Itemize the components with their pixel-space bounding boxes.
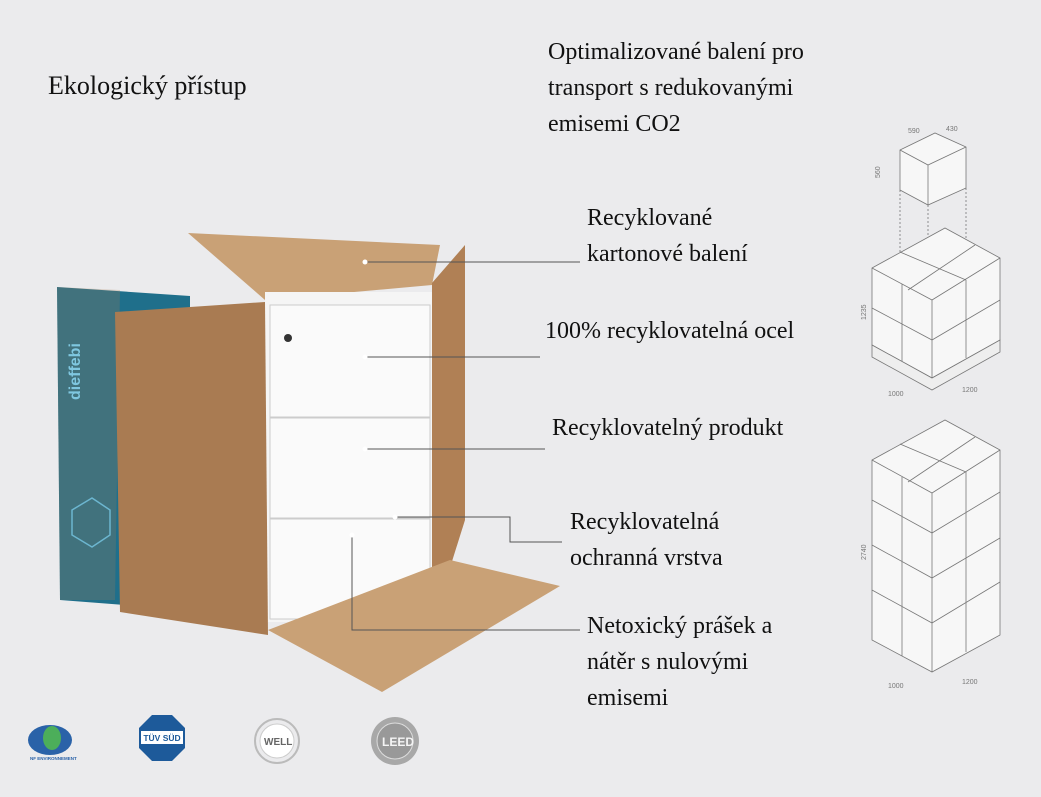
well-logo: WELL [254, 718, 300, 764]
box-brand-logo: dieffebi [67, 343, 84, 400]
single-box-diagram [899, 132, 967, 290]
feature-line: emisemi [587, 685, 669, 711]
headline: Optimalizované balení pro transport s re… [548, 34, 804, 142]
pallet-diagram-2 [871, 419, 1001, 673]
headline-line: transport s redukovanými [548, 75, 794, 101]
feature-line: Recyklované [587, 205, 713, 231]
dim-pallet2-height: 2740 [861, 544, 868, 560]
dim-pallet2-depth: 1000 [888, 683, 904, 690]
pallet-diagram-1 [871, 227, 1001, 391]
box-bottom-flap [268, 560, 560, 692]
feature-recyclable-product: Recyklovatelný produkt [552, 410, 783, 446]
feature-line: kartonové balení [587, 241, 748, 267]
dim-pallet1-height: 1235 [861, 304, 868, 320]
box-right-flap [432, 245, 465, 625]
dim-pallet1-width: 1200 [962, 387, 978, 394]
dim-box-width: 590 [908, 128, 920, 135]
leader-lines [349, 259, 580, 631]
feature-line: nátěr s nulovými [587, 649, 749, 675]
feature-line: Netoxický prášek a [587, 613, 773, 639]
box-top-flap [188, 233, 440, 300]
svg-text:NF ENVIRONNEMENT: NF ENVIRONNEMENT [30, 756, 77, 761]
feature-line: Recyklovatelná [570, 509, 720, 535]
leed-logo: LEED [371, 717, 419, 765]
dim-pallet1-depth: 1000 [888, 391, 904, 398]
feature-recyclable-steel: 100% recyklovatelná ocel [545, 313, 794, 349]
feature-line: ochranná vrstva [570, 545, 723, 571]
tuv-sud-logo: TÜV SÜD [139, 715, 185, 761]
box-left-flap [115, 302, 268, 635]
feature-line: 100% recyklovatelná ocel [545, 318, 795, 344]
feature-nontoxic-coating: Netoxický prášek a nátěr s nulovými emis… [587, 608, 772, 716]
nf-environnement-logo: NF ENVIRONNEMENT [28, 725, 77, 761]
dim-box-height: 560 [875, 166, 882, 178]
svg-text:WELL: WELL [264, 737, 292, 748]
headline-line: emisemi CO2 [548, 111, 681, 137]
page-title: Ekologický přístup [48, 71, 247, 100]
tuv-label: TÜV SÜD [143, 733, 180, 743]
feature-recycled-cardboard: Recyklované kartonové balení [587, 200, 748, 272]
dim-box-depth: 430 [946, 126, 958, 133]
svg-text:LEED: LEED [382, 735, 414, 749]
dim-pallet2-width: 1200 [962, 679, 978, 686]
lock-icon [284, 334, 292, 342]
feature-line: Recyklovatelný produkt [552, 415, 784, 441]
feature-protective-layer: Recyklovatelná ochranná vrstva [570, 504, 723, 576]
headline-line: Optimalizované balení pro [548, 39, 804, 65]
